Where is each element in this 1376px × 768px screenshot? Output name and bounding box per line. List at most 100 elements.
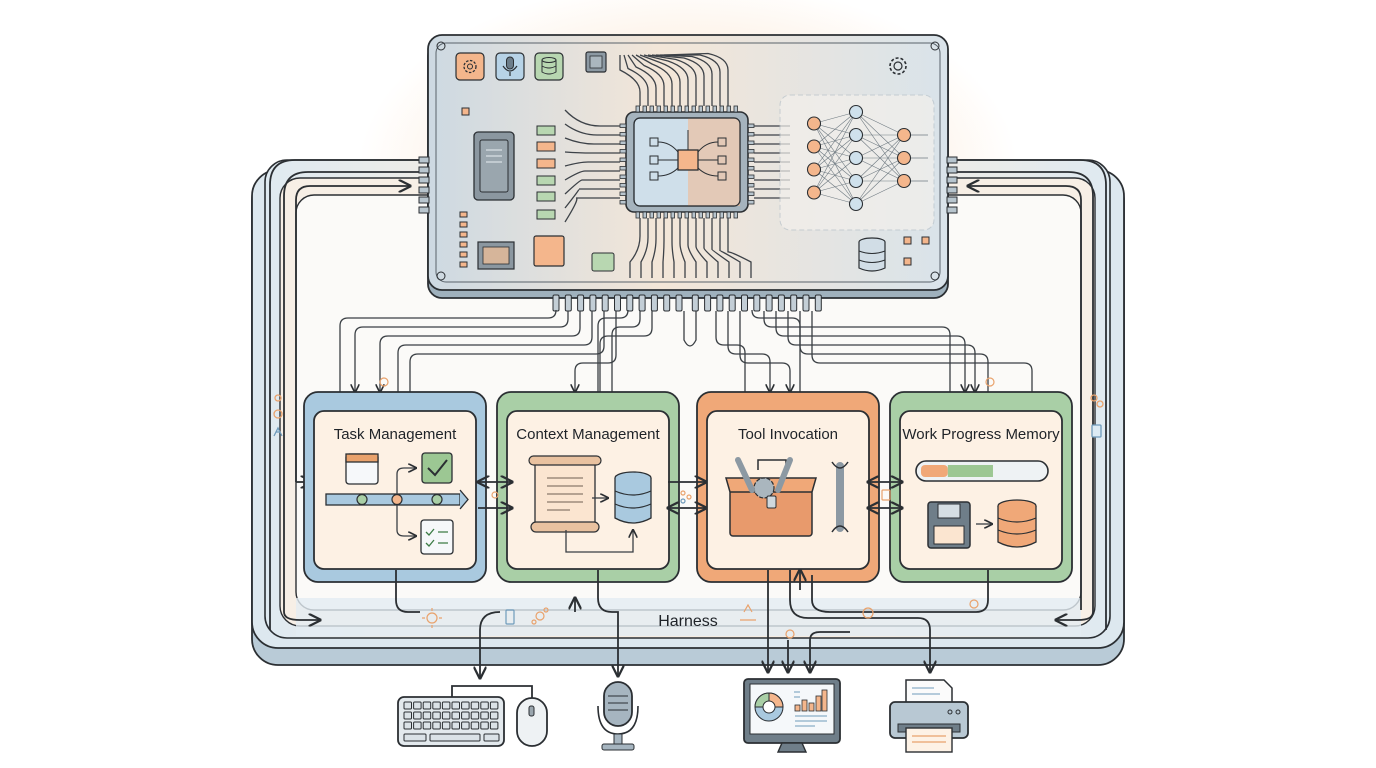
key	[441, 701, 451, 710]
board-pin	[790, 294, 798, 312]
board-pin	[753, 294, 761, 312]
orange-chip	[533, 235, 565, 267]
branch-arrow	[396, 468, 416, 494]
nn-edge	[813, 157, 857, 193]
check-icon	[421, 452, 453, 484]
bus-line	[763, 311, 951, 392]
trace	[564, 137, 620, 145]
board-pin	[691, 294, 699, 312]
cpu-pins	[619, 105, 755, 219]
trace	[651, 218, 657, 278]
module-title: Context Management	[516, 426, 660, 443]
trace	[695, 218, 708, 278]
trace	[640, 218, 649, 278]
bus-line	[611, 311, 641, 392]
cpu-pin	[677, 105, 682, 113]
trace	[564, 123, 620, 136]
chip-icon	[585, 51, 607, 73]
module-context: Context Management	[496, 391, 680, 583]
key	[470, 721, 480, 730]
key	[403, 701, 412, 710]
trace	[663, 52, 729, 106]
cpu-pin	[649, 105, 654, 113]
cpu-pin	[656, 105, 661, 113]
key	[403, 733, 427, 742]
key	[413, 721, 422, 730]
nn-node	[806, 185, 822, 200]
bus-line	[727, 311, 770, 392]
keyboard-icon	[397, 696, 505, 747]
decor-right	[1090, 394, 1104, 438]
cpu-pin	[619, 200, 627, 205]
key	[432, 711, 441, 720]
nn-node	[806, 139, 822, 154]
scroll-top	[528, 455, 602, 466]
cpu-pin	[619, 123, 627, 128]
module-task: Task Management	[303, 391, 487, 583]
cpu-pin	[684, 105, 689, 113]
spacebar	[429, 733, 481, 742]
trace	[639, 54, 681, 106]
trace	[627, 54, 657, 106]
cpu-pin	[705, 211, 710, 219]
trace	[687, 218, 697, 278]
bus-line	[787, 311, 975, 392]
board-pin	[814, 294, 822, 312]
nn-edge	[813, 111, 857, 147]
board-pin	[728, 294, 736, 312]
cpu-pin	[619, 149, 627, 154]
trace	[679, 218, 686, 278]
scroll-icon	[534, 459, 596, 526]
motherboard	[418, 34, 958, 312]
database-rings	[614, 490, 652, 509]
wrench-ends	[831, 461, 849, 533]
key	[441, 721, 451, 730]
board-pins-right	[946, 156, 958, 214]
milestone	[431, 493, 443, 506]
board-pin	[638, 294, 646, 312]
cpu-pin	[691, 211, 696, 219]
bus-line	[715, 311, 746, 392]
cpu-pin	[747, 166, 755, 171]
cpu-pin	[698, 105, 703, 113]
bus-lines	[339, 309, 1033, 392]
bus-line	[339, 309, 557, 392]
key	[451, 701, 460, 710]
module-tool: Tool Invocation	[696, 391, 880, 583]
trace	[727, 218, 752, 278]
bus-line	[575, 311, 617, 392]
nn-node	[848, 150, 864, 166]
board-pins-bottom	[552, 294, 822, 312]
nn-edge	[855, 111, 905, 136]
cpu-pin	[619, 140, 627, 145]
cpu-pin	[663, 211, 668, 219]
key	[461, 711, 470, 720]
cpu-pin	[691, 105, 696, 113]
key	[480, 711, 489, 720]
bus-line	[775, 311, 965, 392]
cpu-pin	[705, 105, 710, 113]
board-pin	[704, 294, 712, 312]
nn-edge	[855, 180, 905, 205]
cpu-pin	[642, 105, 647, 113]
key	[480, 721, 489, 730]
cpu-pin	[747, 157, 755, 162]
trace	[564, 151, 620, 154]
board-pin	[716, 294, 724, 312]
trace	[619, 55, 641, 106]
trace	[564, 170, 620, 181]
keyboard-mouse-cable	[451, 685, 533, 700]
context-loop-arrow	[565, 530, 633, 553]
cpu-pin	[670, 211, 675, 219]
gear-icon	[455, 52, 485, 81]
board-pins-left	[418, 156, 430, 214]
trace	[623, 54, 649, 106]
board-pin	[663, 294, 671, 312]
key	[480, 701, 489, 710]
cpu-pin	[649, 211, 654, 219]
cpu-pin	[733, 211, 738, 219]
nn-edge	[855, 134, 905, 159]
key	[432, 701, 441, 710]
cpu-pin	[663, 105, 668, 113]
